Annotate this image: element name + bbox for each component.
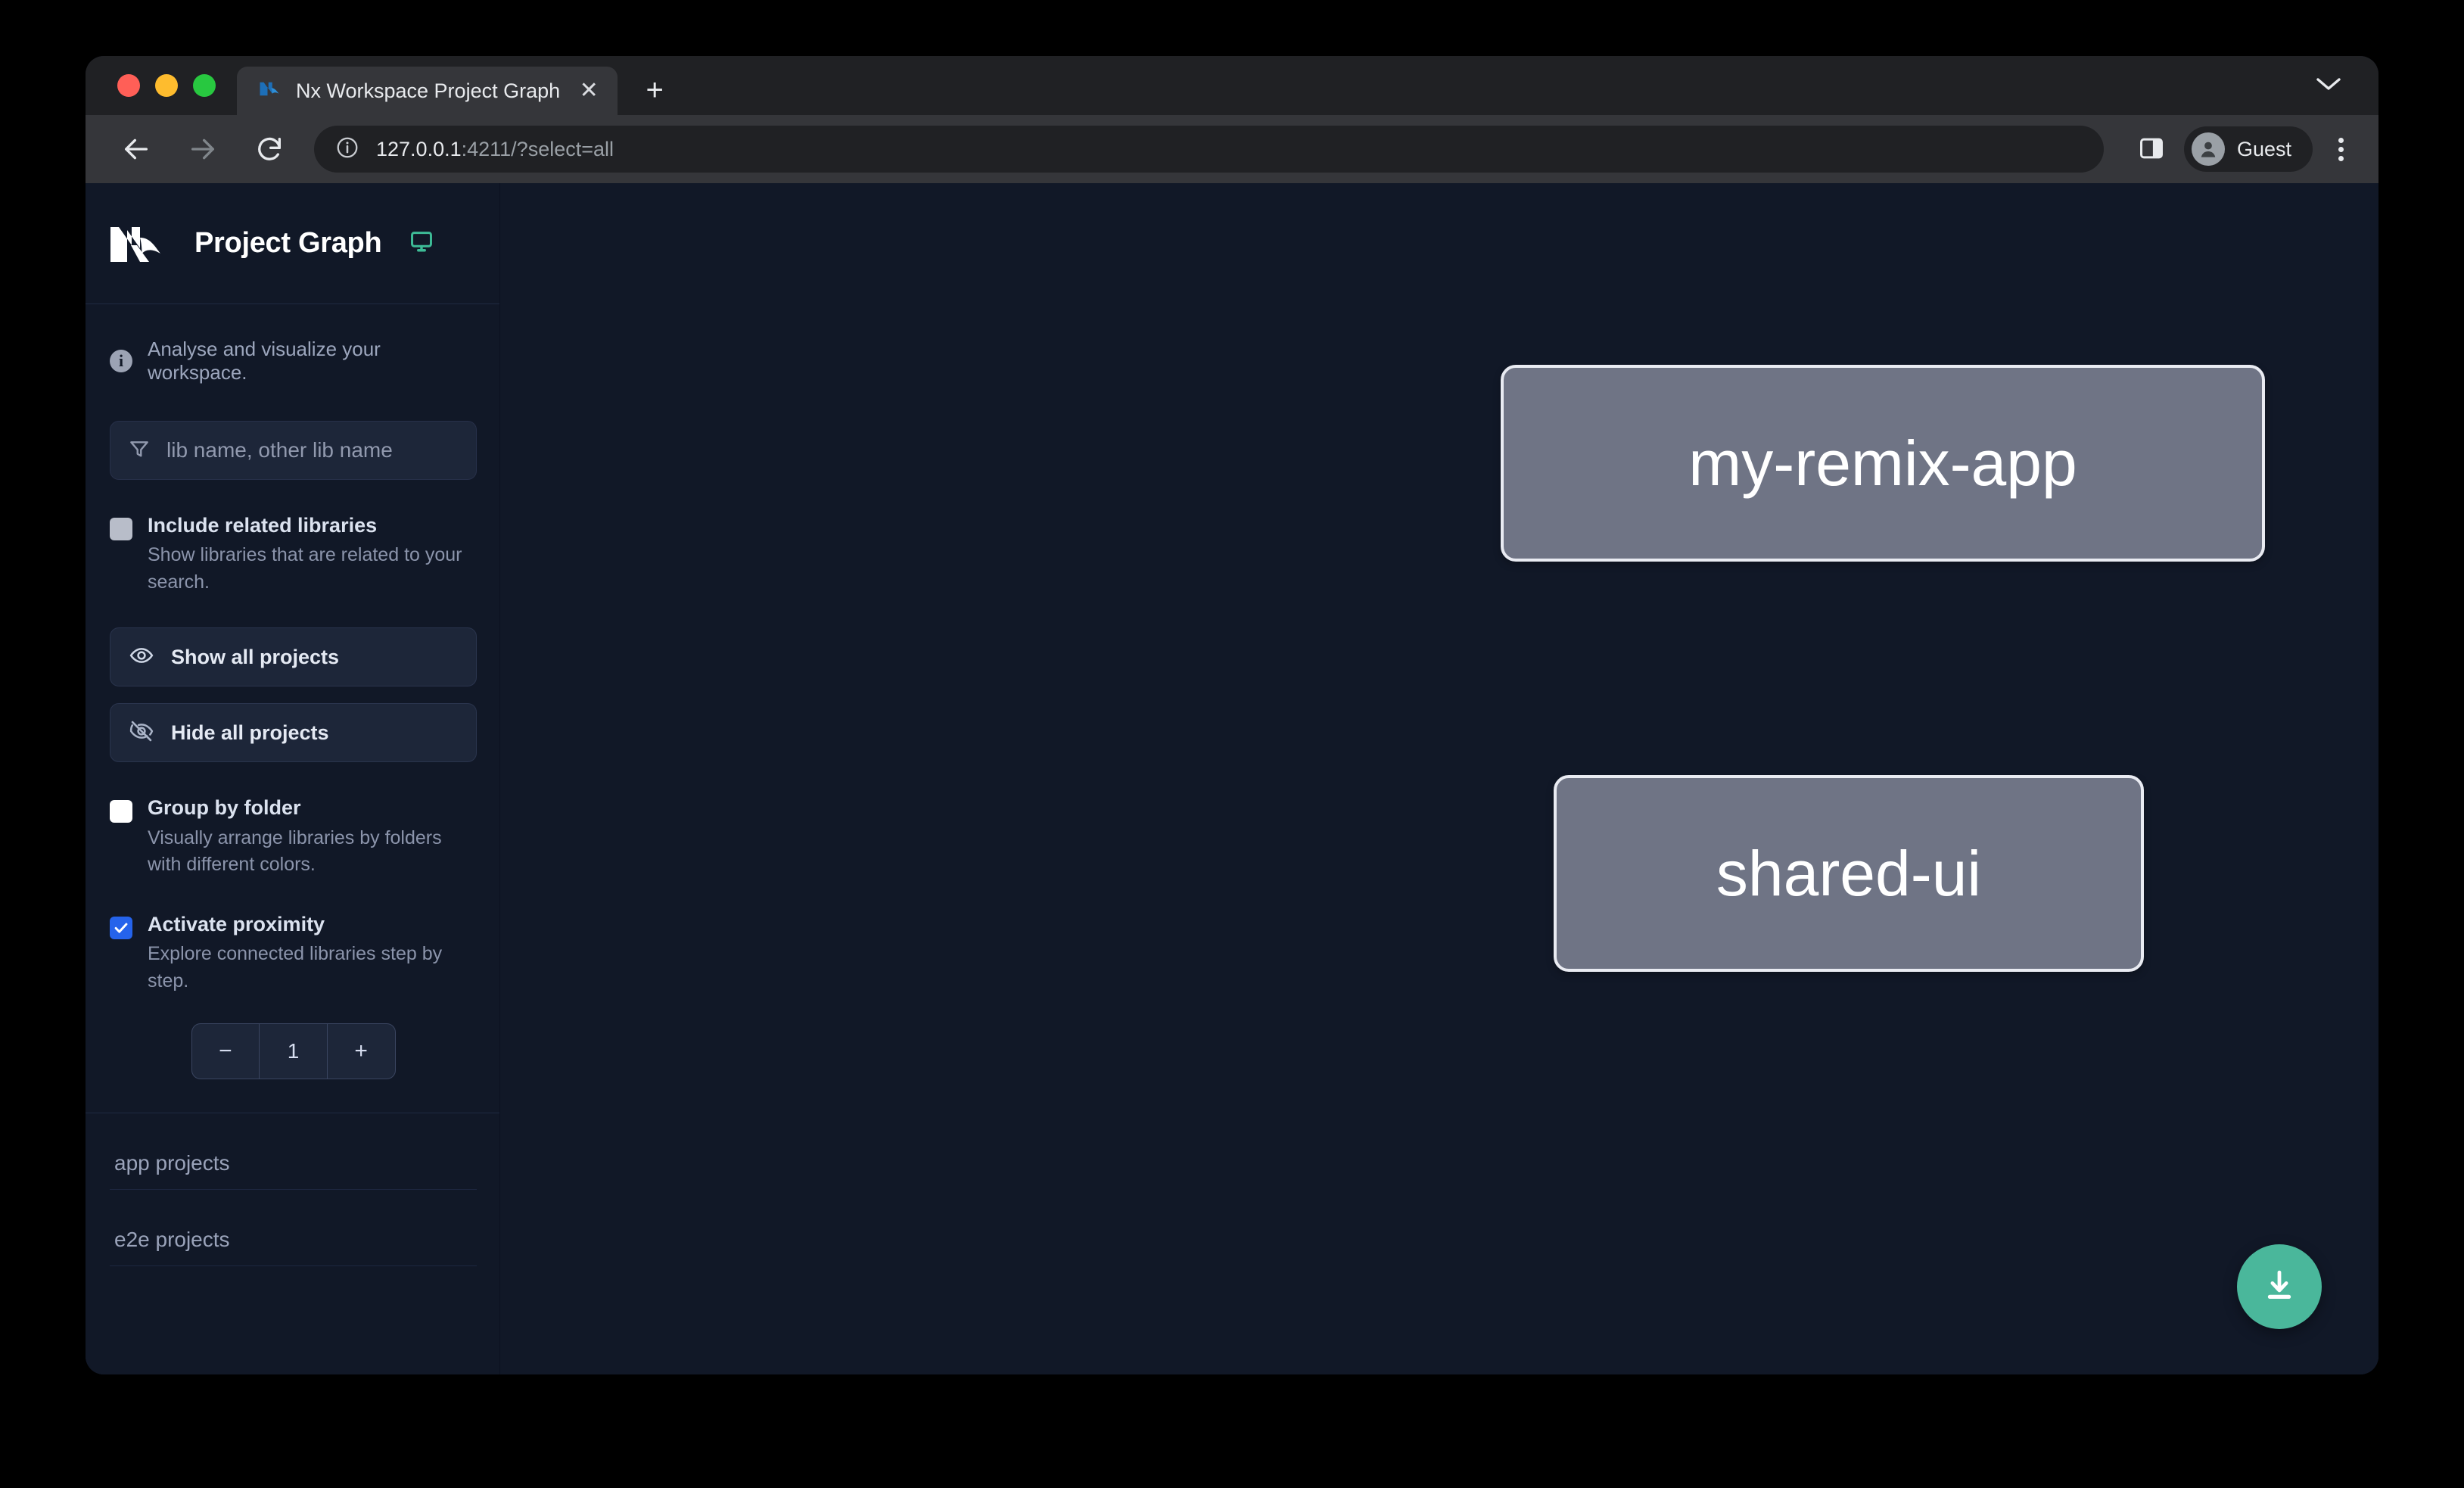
browser-window: Nx Workspace Project Graph ✕ + 127.0.0.1… [86, 56, 2378, 1374]
option-description: Visually arrange libraries by folders wi… [148, 826, 442, 876]
chevron-down-icon[interactable] [2315, 73, 2342, 98]
page-title: Project Graph [194, 227, 382, 259]
address-bar[interactable]: 127.0.0.1:4211/?select=all [314, 126, 2104, 173]
forward-button[interactable] [181, 127, 225, 171]
project-groups: app projects e2e projects [86, 1113, 499, 1267]
filter-funnel-icon [127, 437, 151, 465]
address-bar-url: 127.0.0.1:4211/?select=all [376, 138, 614, 161]
graph-node-my-remix-app[interactable]: my-remix-app [1501, 365, 2265, 562]
new-tab-button[interactable]: + [646, 73, 664, 107]
close-tab-button[interactable]: ✕ [579, 78, 599, 103]
url-path: :4211/?select=all [461, 137, 614, 160]
option-group-by-folder[interactable]: Group by folder Visually arrange librari… [86, 795, 499, 878]
graph-node-shared-ui[interactable]: shared-ui [1554, 775, 2144, 972]
tab-title: Nx Workspace Project Graph [296, 79, 561, 102]
proximity-decrement-button[interactable]: − [219, 1038, 232, 1064]
proximity-stepper: − 1 + [191, 1023, 396, 1080]
eye-icon [129, 643, 154, 672]
sidebar-header: Project Graph [86, 183, 499, 304]
checkbox-activate-proximity[interactable] [110, 916, 132, 939]
maximize-window-button[interactable] [193, 74, 216, 97]
hide-all-projects-label: Hide all projects [171, 721, 329, 744]
project-group-e2e-projects[interactable]: e2e projects [110, 1190, 477, 1267]
graph-edges [500, 183, 727, 297]
avatar [2191, 132, 2225, 166]
sidebar-body: i Analyse and visualize your workspace. … [86, 304, 499, 1374]
hide-all-projects-button[interactable]: Hide all projects [110, 703, 477, 763]
download-icon [2260, 1265, 2299, 1309]
close-window-button[interactable] [117, 74, 140, 97]
show-all-projects-button[interactable]: Show all projects [110, 627, 477, 687]
monitor-icon[interactable] [409, 229, 434, 258]
back-button[interactable] [114, 127, 158, 171]
proximity-increment-button[interactable]: + [326, 1024, 395, 1079]
project-group-app-projects[interactable]: app projects [110, 1113, 477, 1191]
eye-off-icon [129, 718, 154, 748]
show-all-projects-label: Show all projects [171, 645, 340, 668]
app-viewport: Project Graph i Analyse and visualize yo… [86, 183, 2378, 1374]
browser-tab[interactable]: Nx Workspace Project Graph ✕ [237, 67, 618, 115]
profile-name: Guest [2236, 137, 2291, 160]
info-icon: i [110, 350, 132, 372]
side-panel-icon[interactable] [2137, 134, 2167, 164]
proximity-value: 1 [259, 1024, 327, 1079]
nx-favicon-icon [257, 78, 282, 104]
search-input[interactable]: lib name, other lib name [110, 421, 477, 480]
option-include-related-libraries[interactable]: Include related libraries Show libraries… [86, 513, 499, 596]
search-input-placeholder: lib name, other lib name [166, 438, 393, 462]
tab-strip-right [2315, 56, 2378, 115]
profile-button[interactable]: Guest [2183, 126, 2313, 172]
option-description: Explore connected libraries step by step… [148, 943, 443, 991]
download-graph-button[interactable] [2237, 1244, 2322, 1329]
option-label: Activate proximity [148, 912, 325, 935]
option-description: Show libraries that are related to your … [148, 544, 462, 593]
option-label: Group by folder [148, 796, 301, 820]
browser-toolbar: 127.0.0.1:4211/?select=all Guest [86, 115, 2378, 183]
window-traffic-lights [86, 56, 237, 115]
tab-strip: Nx Workspace Project Graph ✕ + [86, 56, 2378, 115]
workspace-hint-text: Analyse and visualize your workspace. [148, 338, 381, 384]
checkbox-group-by-folder[interactable] [110, 800, 132, 823]
reload-button[interactable] [247, 127, 291, 171]
sidebar: Project Graph i Analyse and visualize yo… [86, 183, 520, 1374]
option-label: Include related libraries [148, 514, 378, 537]
checkbox-include-related-libraries[interactable] [110, 518, 132, 540]
toolbar-right-controls: Guest [2137, 126, 2353, 172]
site-info-icon[interactable] [335, 135, 359, 163]
visibility-buttons: Show all projects Hide all projects [86, 627, 499, 763]
workspace-hint: i Analyse and visualize your workspace. [86, 304, 499, 384]
url-host: 127.0.0.1 [376, 137, 462, 160]
minimize-window-button[interactable] [155, 74, 178, 97]
nx-logo [108, 223, 172, 265]
option-activate-proximity[interactable]: Activate proximity Explore connected lib… [86, 912, 499, 1080]
project-graph-canvas[interactable]: my-remix-app shared-ui [499, 183, 2378, 1374]
kebab-menu-icon[interactable] [2329, 137, 2353, 161]
